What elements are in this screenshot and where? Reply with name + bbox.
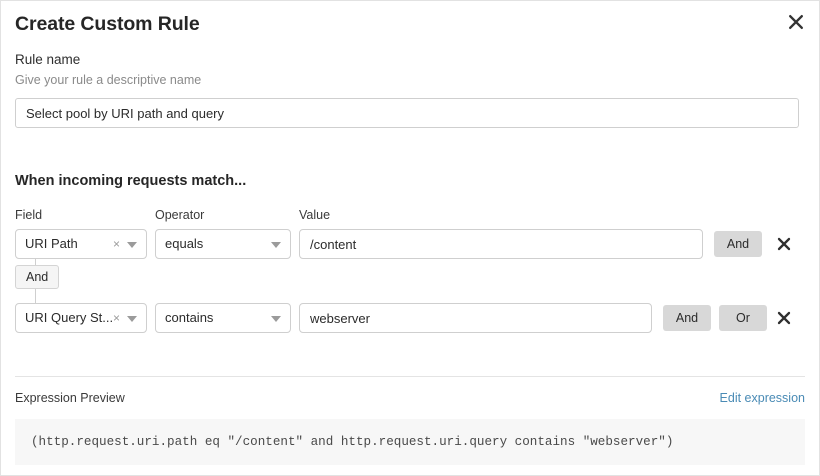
and-button-row1[interactable]: And [714,231,762,257]
clear-icon[interactable]: × [112,311,120,325]
operator-select-row2-value: contains [165,310,214,325]
preview-divider [15,376,805,377]
chevron-down-icon[interactable] [271,242,281,248]
conditions-section-heading: When incoming requests match... [15,173,247,189]
operator-select-row2[interactable]: contains [155,303,291,333]
expression-preview-code: (http.request.uri.path eq "/content" and… [15,419,805,465]
delete-condition-icon-row1[interactable] [776,236,792,252]
condition-rows: And URI Path × equals And URI Qu [15,229,807,333]
rule-name-block: Rule name Give your rule a descriptive n… [15,51,805,128]
value-input-row1[interactable] [299,229,703,259]
modal-header: Create Custom Rule [15,9,805,43]
condition-row: URI Query St... × contains And Or [15,303,807,333]
condition-column-headers: Field Operator Value [15,207,805,225]
condition-row: URI Path × equals And [15,229,807,259]
operator-select-row1[interactable]: equals [155,229,291,259]
edit-expression-link[interactable]: Edit expression [719,391,805,405]
rule-name-input[interactable] [15,98,799,128]
clear-icon[interactable]: × [112,237,120,251]
field-select-row2[interactable]: URI Query St... × [15,303,147,333]
chevron-down-icon[interactable] [271,316,281,322]
field-select-row2-value: URI Query St... [25,310,114,325]
chevron-down-icon[interactable] [127,316,137,322]
column-header-field: Field [15,208,43,222]
rule-name-label: Rule name [15,52,81,67]
value-input-row2[interactable] [299,303,652,333]
page-title: Create Custom Rule [15,13,200,35]
or-button-row2[interactable]: Or [719,305,767,331]
column-header-operator: Operator [155,208,205,222]
delete-condition-icon-row2[interactable] [776,310,792,326]
field-select-row1[interactable]: URI Path × [15,229,147,259]
expression-preview-label: Expression Preview [15,391,125,405]
operator-select-row1-value: equals [165,236,204,251]
chevron-down-icon[interactable] [127,242,137,248]
rule-name-help-text: Give your rule a descriptive name [15,73,202,87]
condition-group-and-badge[interactable]: And [15,265,60,289]
close-icon[interactable] [787,13,805,31]
field-select-row1-value: URI Path [25,236,78,251]
column-header-value: Value [299,208,331,222]
and-button-row2[interactable]: And [663,305,711,331]
